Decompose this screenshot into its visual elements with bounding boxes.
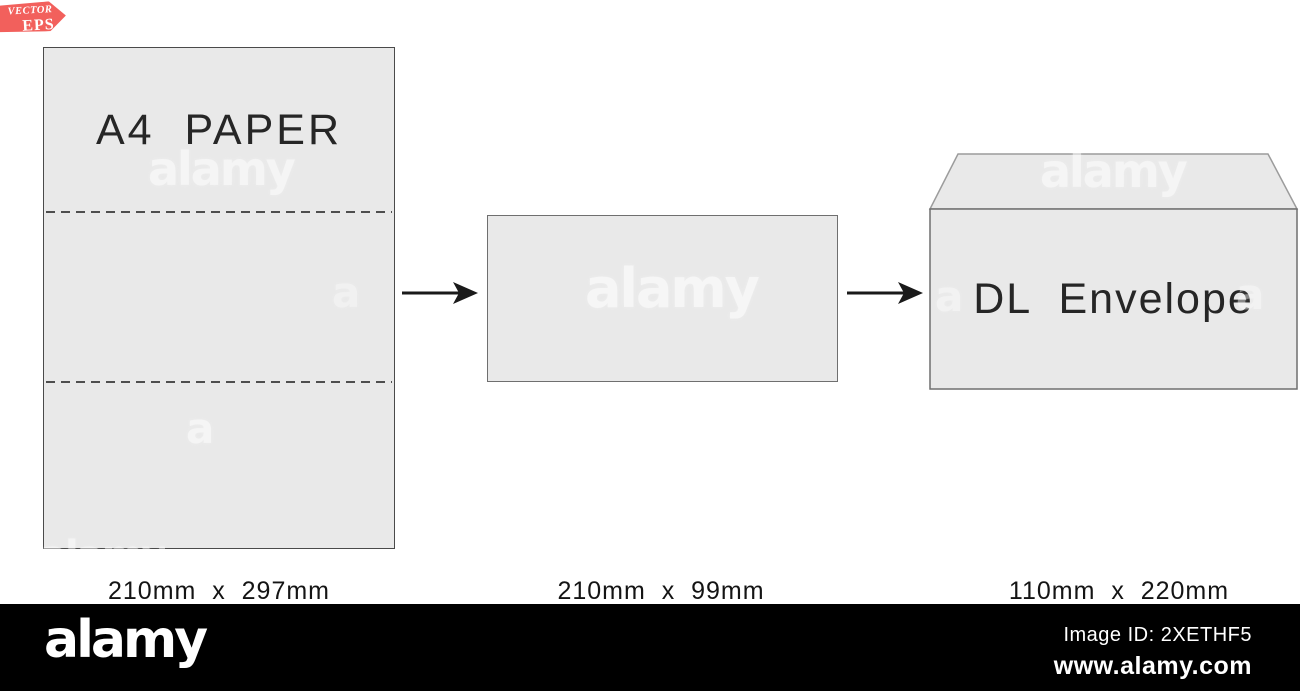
image-id-text: Image ID: 2XETHF5 (1063, 624, 1252, 646)
envelope-flap (928, 153, 1299, 210)
fold-line-top (46, 211, 392, 213)
envelope-body (929, 208, 1298, 390)
arrow-right-icon (402, 282, 478, 304)
folded-dimensions-label: 210mm x 99mm (557, 577, 765, 605)
fold-line-bottom (46, 381, 392, 383)
dl-envelope (928, 153, 1299, 390)
alamy-watermark: a (0, 270, 20, 319)
badge-eps-label: EPS (21, 15, 56, 35)
alamy-footer-bar: alamy Image ID: 2XETHF5 www.alamy.com (0, 604, 1300, 691)
alamy-logo: alamy (44, 610, 208, 670)
alamy-website-text: www.alamy.com (1053, 652, 1252, 680)
a4-paper-label: A4 PAPER (95, 106, 343, 154)
vector-eps-badge: VECTOR EPS (0, 0, 67, 34)
arrow-right-icon (847, 282, 923, 304)
a4-dimensions-label: 210mm x 297mm (107, 577, 331, 605)
folded-paper-sheet (487, 215, 838, 382)
a4-paper-sheet: A4 PAPER (43, 47, 395, 549)
dl-envelope-label: DL Envelope (973, 274, 1254, 323)
envelope-dimensions-label: 110mm x 220mm (1008, 577, 1230, 605)
